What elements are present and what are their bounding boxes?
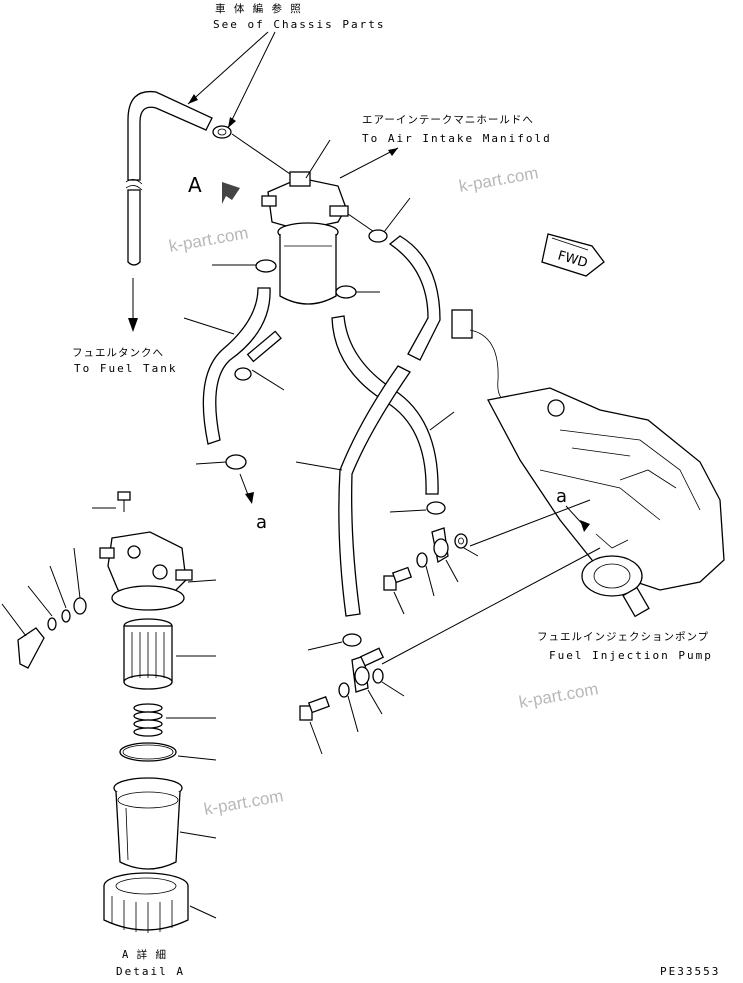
leader-washer-upper-1 [463, 547, 479, 557]
leader-intake [339, 147, 399, 179]
pump-label-jp: フュエルインジェクションポンプ [537, 631, 709, 643]
leader-eye-joint-lower [367, 689, 383, 715]
leader-eye-joint-upper [445, 559, 459, 583]
detail-a-o-ring [119, 742, 177, 762]
watermark-2: k-part.com [167, 223, 249, 256]
hose-long-supply [338, 365, 411, 617]
clamp-right-filter [335, 285, 357, 299]
chassis-label-jp: 車 体 編 参 照 [215, 2, 302, 15]
clamp-top [212, 125, 232, 139]
leader-washer-lower-1 [381, 681, 405, 697]
watermark-4: k-part.com [202, 786, 284, 819]
watermark-1: k-part.com [457, 163, 539, 196]
fuel-injection-pump [451, 309, 725, 618]
banjo-bolt-lower [299, 696, 330, 721]
detail-label-jp: A 詳 細 [122, 948, 167, 961]
detail-a-filter-head [99, 531, 193, 611]
leader-bleeder-2 [49, 565, 67, 609]
clamp-pump-lower [342, 633, 362, 647]
leader-banjo-bolt-upper [393, 591, 405, 615]
leader-detail-ring-nut [189, 905, 217, 919]
arrowhead-intake [388, 148, 398, 156]
washer-upper-2 [416, 552, 428, 568]
fuel-filter-assembly [261, 139, 349, 305]
leader-bleeder-3 [27, 585, 53, 617]
detail-a-screw [117, 491, 131, 512]
tank-label-en: To Fuel Tank [74, 362, 177, 375]
hose-filter-outlet [202, 287, 271, 445]
leader-chassis-2 [227, 31, 276, 129]
leader-hose-outlet [183, 317, 235, 335]
leader-clamp-pump-upper [389, 509, 427, 513]
pump-label-en: Fuel Injection Pump [549, 649, 713, 662]
centerline-pump-1 [469, 499, 591, 547]
ref-a-right: a [556, 486, 567, 507]
washer-lower-2 [338, 682, 350, 698]
detail-a-bowl [113, 777, 183, 870]
leader-detail-bowl [179, 831, 217, 839]
watermark-3: k-part.com [517, 679, 599, 712]
detail-a-element [123, 618, 173, 690]
ref-a-left: a [256, 512, 267, 533]
tank-label-jp: フュエルタンクへ [72, 347, 164, 359]
eye-joint-upper [431, 527, 449, 564]
detail-a-spring [133, 703, 163, 737]
leader-chassis-1 [187, 31, 269, 105]
leader-bleeder-1 [73, 547, 81, 599]
leader-washer-lower-2 [347, 695, 359, 733]
drawing-number: PE33553 [660, 965, 720, 978]
clamp-right [368, 229, 388, 243]
intake-label-jp: エアーインテークマニホールドへ [362, 114, 534, 126]
view-a-arrow [222, 182, 240, 204]
leader-washer-upper-2 [425, 565, 435, 597]
intake-label-en: To Air Intake Manifold [362, 132, 552, 145]
hose-pump-return [331, 315, 439, 495]
arrowhead-to-tank [128, 318, 138, 332]
clamp-left-filter [255, 259, 277, 273]
view-a-label: A [188, 173, 202, 197]
clamp-pump-upper [426, 501, 446, 515]
leader-detail-head [187, 579, 217, 583]
arrowhead-chassis-1 [188, 94, 198, 104]
clamp-lower-left [225, 454, 247, 470]
washer-lower-1 [372, 668, 384, 684]
leader-clamp-right [383, 197, 411, 233]
detail-a-ring-nut [103, 872, 189, 933]
detail-label-en: Detail A [116, 965, 185, 978]
leader-banjo-bolt-lower [309, 721, 323, 755]
eye-joint-lower [351, 647, 385, 693]
banjo-bolt-upper [383, 566, 413, 591]
arrowhead-chassis-2 [228, 117, 236, 128]
leader-long-supply [295, 461, 343, 471]
leader-bleeder-4 [1, 603, 27, 637]
fwd-arrow: FWD [541, 233, 605, 277]
leader-bolt [251, 369, 285, 391]
washer-upper-1 [454, 533, 468, 549]
return-hose [125, 90, 213, 266]
arrowhead-a-left [245, 492, 254, 504]
chassis-label-en: See of Chassis Parts [213, 18, 385, 31]
leader-clamp-pump-lower [307, 641, 343, 651]
detail-a-bleeder-parts [17, 597, 87, 669]
leader-clamp-lower-left [195, 461, 227, 465]
arrowhead-a-right [580, 520, 590, 532]
bolt-mounting [234, 330, 282, 381]
leader-detail-o-ring [177, 755, 217, 761]
hose-intake-return [388, 235, 441, 361]
centerline-pump-2 [381, 547, 601, 665]
leader-pump-return [429, 411, 455, 431]
leader-filter-top [305, 139, 331, 179]
